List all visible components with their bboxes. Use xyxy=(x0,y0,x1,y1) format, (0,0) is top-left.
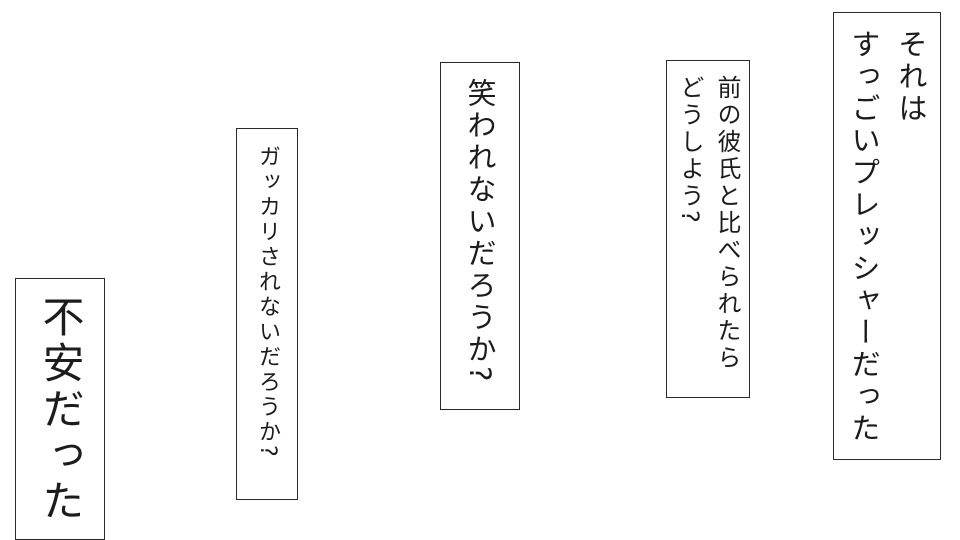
text-box-pressure: それは すっごいプレッシャーだった xyxy=(833,12,941,460)
text-box-laughed-at: 笑われないだろうか? xyxy=(440,62,520,410)
text-box-ex-boyfriend: 前の彼氏と比べられたら どうしよう? xyxy=(666,60,750,398)
text-box-laughed-at-text: 笑われないだろうか? xyxy=(463,78,497,385)
text-box-disappointed: ガッカリされないだろうか? xyxy=(236,128,298,500)
text-box-ex-boyfriend-text: 前の彼氏と比べられたら どうしよう? xyxy=(676,75,741,372)
text-box-anxious: 不安だった xyxy=(15,278,105,540)
text-box-disappointed-text: ガッカリされないだろうか? xyxy=(255,145,280,460)
text-box-anxious-text: 不安だった xyxy=(36,295,85,525)
text-box-pressure-text: それは すっごいプレッシャーだった xyxy=(847,29,928,445)
